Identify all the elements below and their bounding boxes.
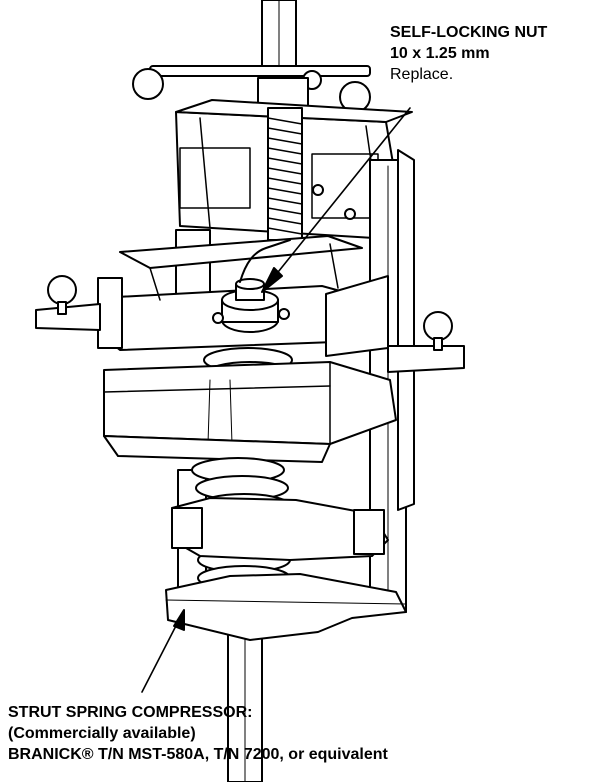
top-left-knob bbox=[132, 68, 164, 100]
nut-title: SELF-LOCKING NUT bbox=[390, 24, 548, 41]
leader-lines bbox=[141, 107, 411, 693]
base-plate bbox=[165, 573, 407, 641]
self-locking-nut bbox=[212, 239, 291, 333]
right-handle bbox=[387, 311, 465, 373]
nut-note: Replace. bbox=[390, 66, 454, 83]
left-knob bbox=[47, 275, 77, 305]
compressor-callout: STRUT SPRING COMPRESSOR: (Commercially a… bbox=[8, 702, 388, 765]
compressor-part-numbers: BRANICK® T/N MST-580A, T/N 7200, or equi… bbox=[8, 746, 388, 763]
right-knob bbox=[423, 311, 453, 341]
self-locking-nut-callout: SELF-LOCKING NUT 10 x 1.25 mm Replace. bbox=[390, 22, 547, 85]
compressor-title: STRUT SPRING COMPRESSOR: bbox=[8, 704, 253, 721]
left-handle bbox=[35, 275, 101, 331]
clamp-ring bbox=[103, 361, 397, 463]
threaded-screw bbox=[267, 107, 303, 241]
compressor-availability: (Commercially available) bbox=[8, 725, 196, 742]
nut-size: 10 x 1.25 mm bbox=[390, 45, 490, 62]
lower-clamp bbox=[171, 497, 389, 561]
